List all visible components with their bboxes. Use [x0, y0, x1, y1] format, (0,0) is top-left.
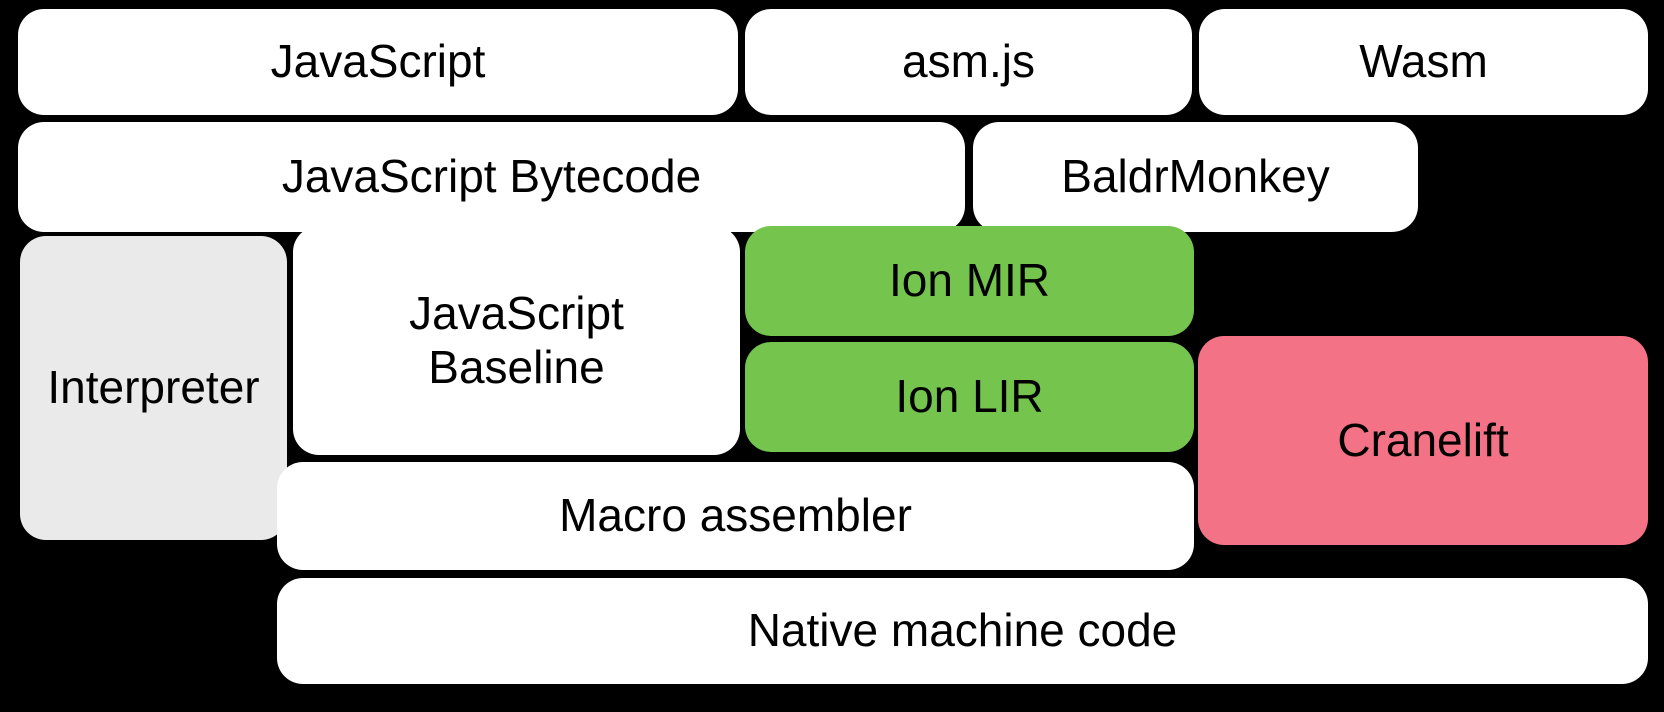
- node-ion-lir[interactable]: Ion LIR: [745, 342, 1194, 452]
- node-javascript-bytecode[interactable]: JavaScript Bytecode: [18, 122, 965, 232]
- node-baldrmonkey[interactable]: BaldrMonkey: [973, 122, 1418, 232]
- node-native-machine-code[interactable]: Native machine code: [277, 578, 1648, 684]
- node-interpreter[interactable]: Interpreter: [20, 236, 287, 540]
- node-macro-assembler[interactable]: Macro assembler: [277, 462, 1194, 570]
- node-cranelift[interactable]: Cranelift: [1198, 336, 1648, 545]
- node-javascript[interactable]: JavaScript: [18, 9, 738, 115]
- node-ion-mir[interactable]: Ion MIR: [745, 226, 1194, 336]
- node-wasm[interactable]: Wasm: [1199, 9, 1648, 115]
- node-asmjs[interactable]: asm.js: [745, 9, 1192, 115]
- node-javascript-baseline[interactable]: JavaScript Baseline: [293, 226, 740, 455]
